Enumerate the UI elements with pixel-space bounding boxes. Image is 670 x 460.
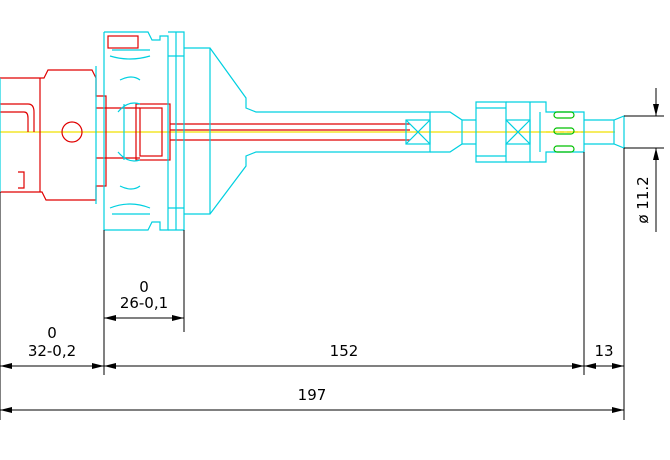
arrow-dia-top: [653, 104, 659, 116]
coolant-slot-top: [553, 111, 575, 119]
arrow-dia-bottom: [653, 148, 659, 160]
gauge-tol-top-label: 0: [47, 324, 57, 342]
taper-shank-detail: [0, 35, 410, 201]
dimension-arrows: [0, 104, 659, 413]
coolant-slot-mid: [553, 127, 575, 135]
arrow-tip-right: [612, 363, 624, 369]
square-drive-1-cross: [405, 119, 431, 145]
overall-length-label: 197: [298, 386, 327, 404]
drive-slot: [0, 103, 35, 132]
tip-length-label: 13: [594, 342, 613, 360]
taper-outline: [0, 69, 107, 201]
collar: [168, 31, 185, 231]
flange-groove: [112, 49, 150, 215]
arrow-shank-right: [572, 363, 584, 369]
coolant-slots: [553, 111, 575, 153]
inner-bore-cyan: [117, 102, 141, 162]
tool-holder-outline: [0, 31, 625, 231]
spindle-ring-inner: [139, 107, 163, 157]
tip-diameter-label: ø 11.2: [634, 176, 652, 223]
neck: [430, 111, 463, 153]
arrow-gauge-left: [0, 363, 12, 369]
flange-groove-curves: [109, 55, 151, 209]
arrow-shank-left: [104, 363, 116, 369]
lower-notch: [18, 171, 25, 189]
nut: [462, 101, 507, 163]
tip: [584, 115, 625, 149]
flange-body: [104, 31, 169, 231]
cone-body: [184, 47, 431, 215]
spindle-ring: [135, 103, 171, 161]
taper-frame: [0, 32, 105, 230]
arrow-flange-right: [172, 315, 184, 321]
sleeve: [506, 101, 585, 163]
arrow-flange-left: [104, 315, 116, 321]
gauge-length-label: 32-0,2: [28, 342, 76, 360]
collar-slot: [168, 55, 184, 209]
arrow-overall-right: [612, 407, 624, 413]
dimension-lines: [0, 88, 664, 420]
flange-width-label: 26-0,1: [120, 294, 168, 312]
square-drive-1: [405, 119, 431, 145]
arrow-overall-left: [0, 407, 12, 413]
center-bore-circle: [61, 121, 83, 143]
arrow-tip-left: [584, 363, 596, 369]
arrow-gauge-right: [92, 363, 104, 369]
dimension-labels: 0 26-0,1 0 32-0,2 152 13 197 ø 11.2: [28, 176, 652, 404]
square-drive-2-cross: [505, 119, 531, 145]
top-key-block: [107, 35, 139, 49]
shank-length-label: 152: [330, 342, 359, 360]
coolant-slot-bottom: [553, 145, 575, 153]
flange-tol-top-label: 0: [139, 278, 149, 296]
